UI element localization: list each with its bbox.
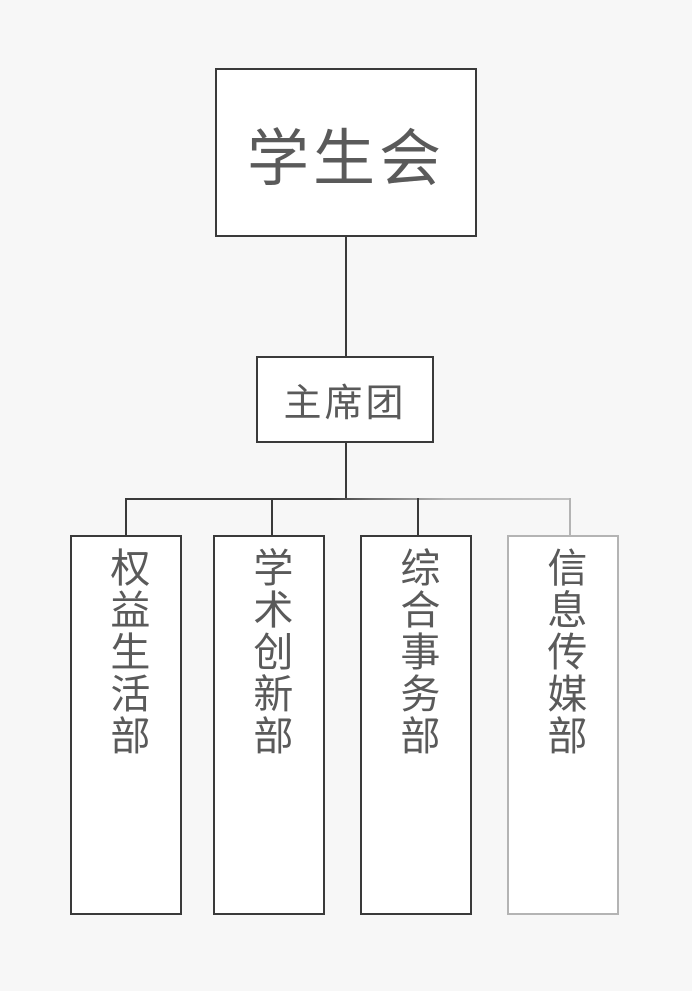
node-department-general-affairs[interactable]: 综合事务部 <box>360 535 472 915</box>
node-department-academic-innovation[interactable]: 学术创新部 <box>213 535 325 915</box>
node-department-rights-and-life-label: 权益生活部 <box>103 547 150 757</box>
connector-presidium-to-bus <box>345 443 347 500</box>
connector-root-to-presidium <box>345 237 347 356</box>
node-presidium-label: 主席团 <box>283 381 407 425</box>
node-department-rights-and-life[interactable]: 权益生活部 <box>70 535 182 915</box>
node-presidium[interactable]: 主席团 <box>256 356 434 443</box>
connector-horizontal-bus <box>125 498 571 500</box>
node-department-information-media-label: 信息传媒部 <box>540 547 587 757</box>
node-student-union[interactable]: 学生会 <box>215 68 477 237</box>
connector-drop-department-2 <box>271 498 273 535</box>
node-department-general-affairs-label: 综合事务部 <box>393 547 440 757</box>
connector-drop-department-3 <box>417 498 419 535</box>
connector-drop-department-1 <box>125 498 127 535</box>
node-department-information-media[interactable]: 信息传媒部 <box>507 535 619 915</box>
node-student-union-label: 学生会 <box>246 121 445 195</box>
connector-drop-department-4 <box>569 498 571 535</box>
node-department-academic-innovation-label: 学术创新部 <box>246 547 293 757</box>
